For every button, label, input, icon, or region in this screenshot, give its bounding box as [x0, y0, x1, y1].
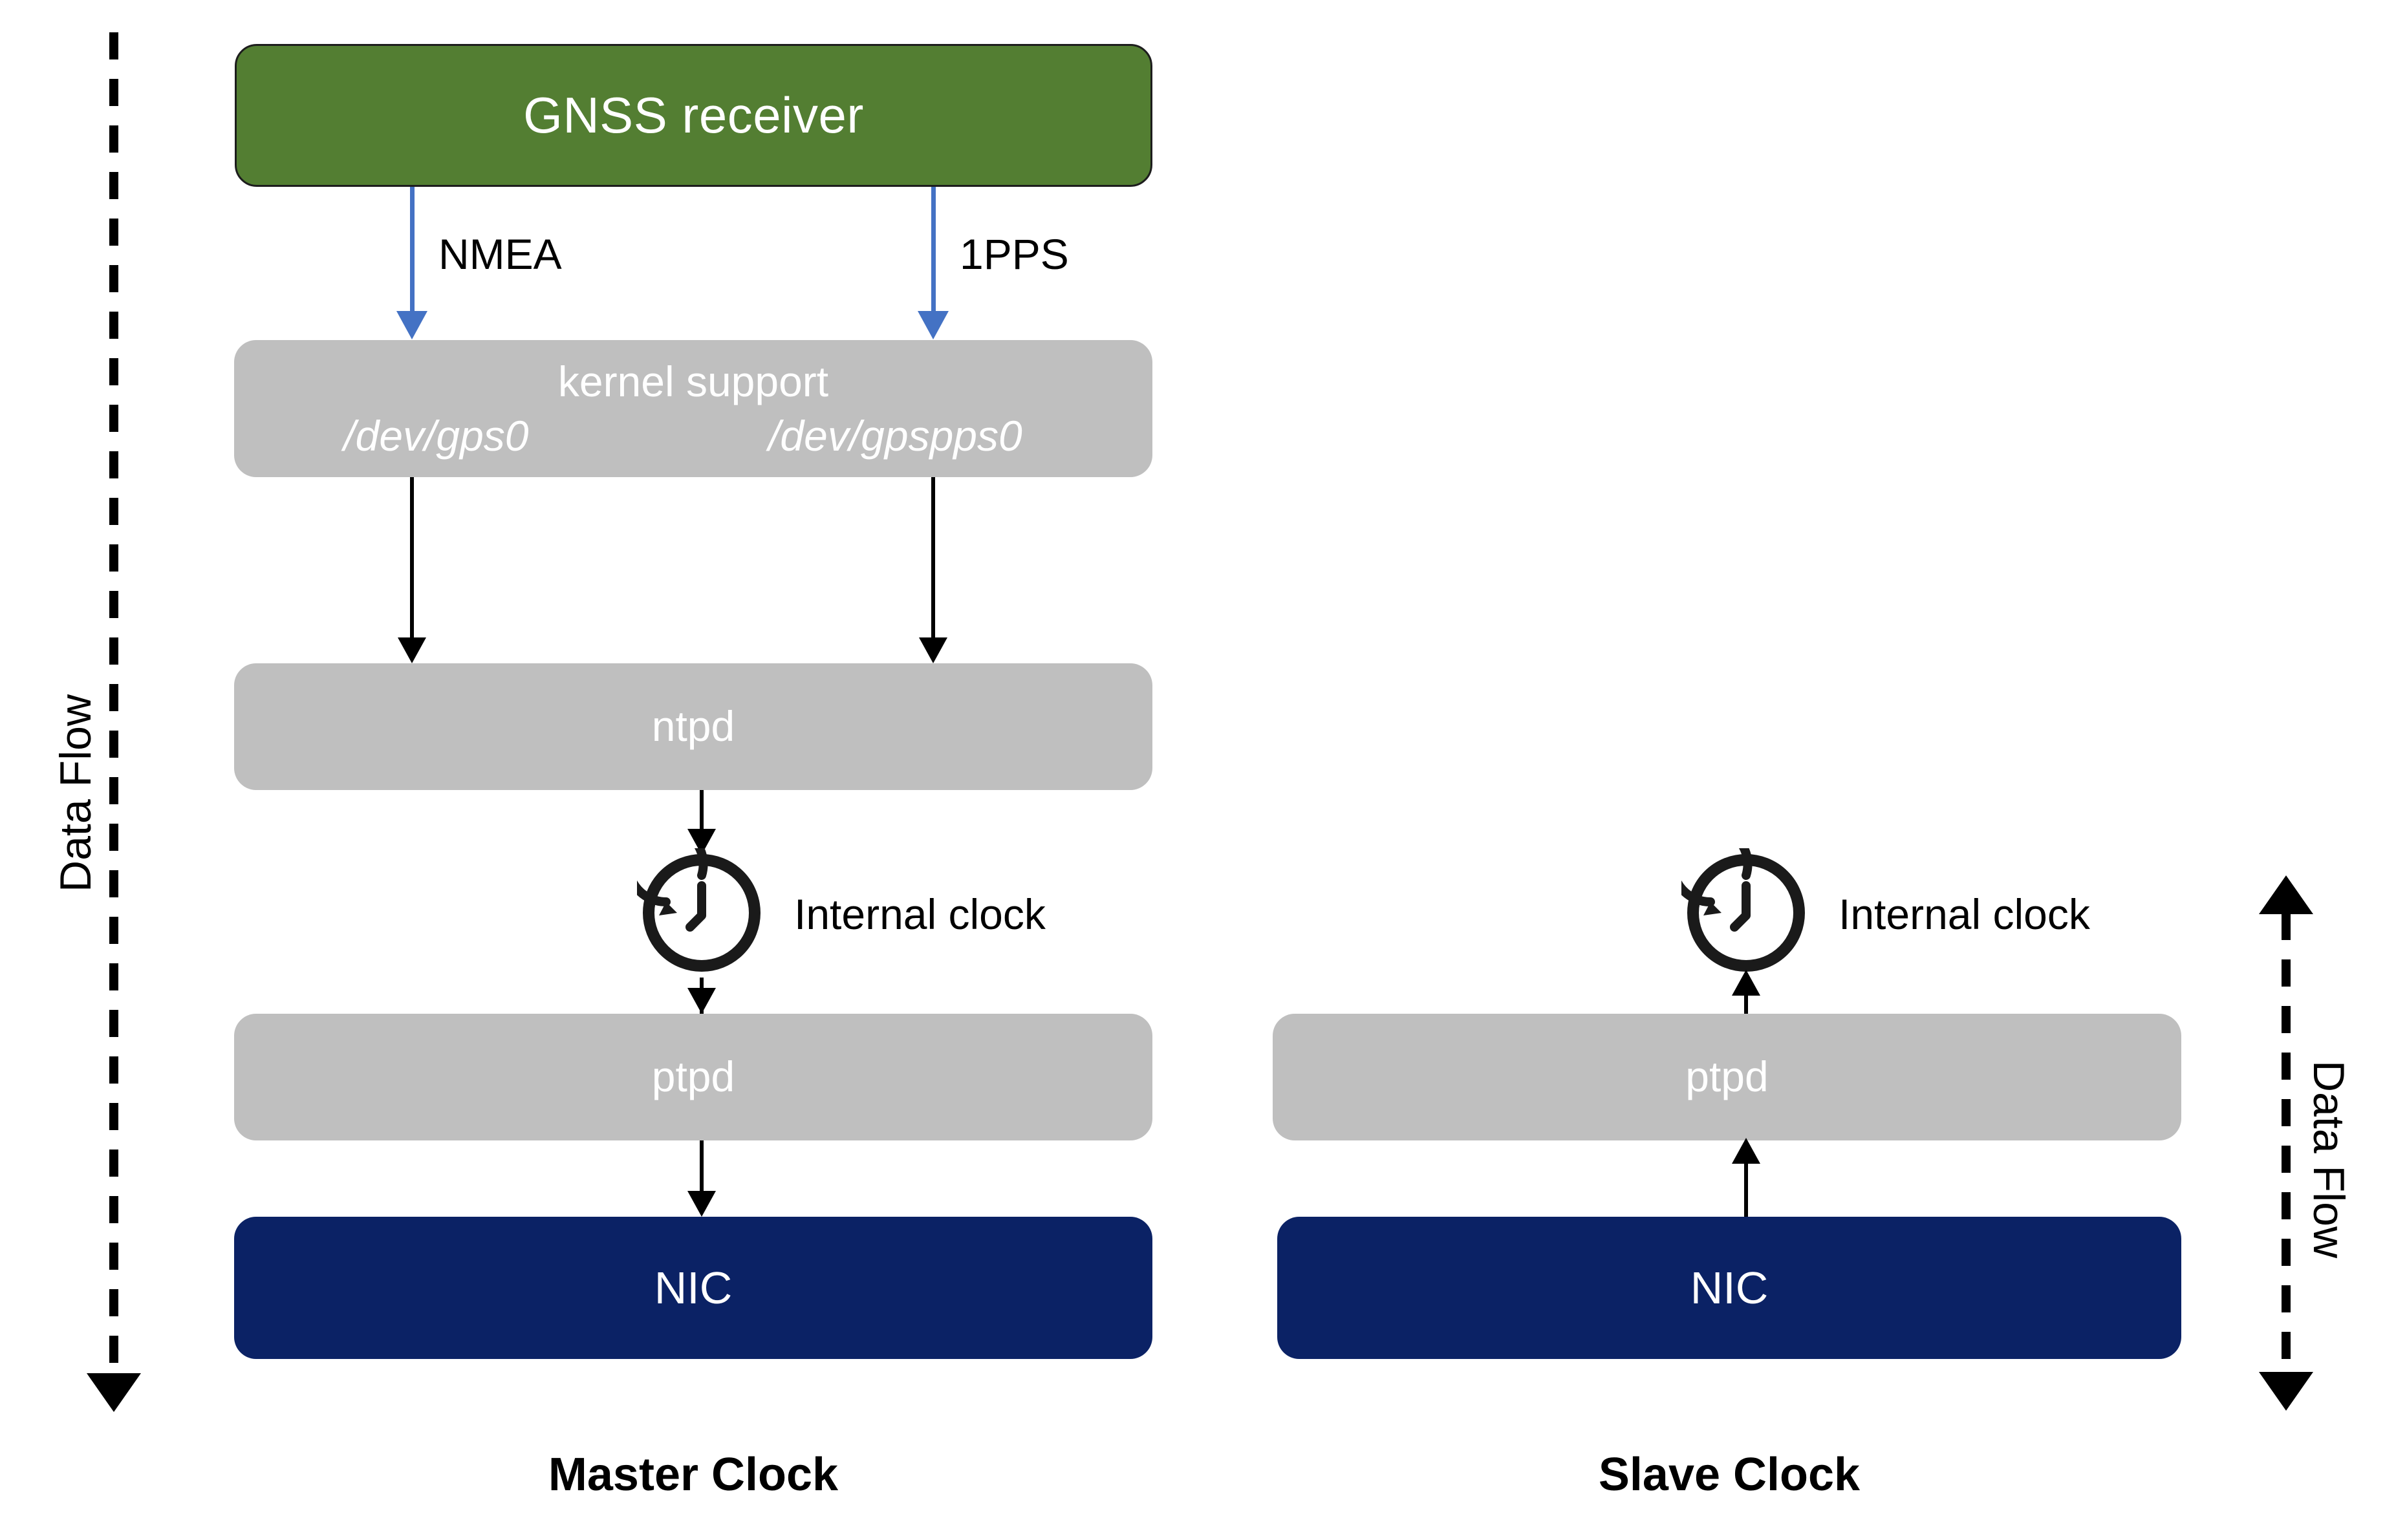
ptpd-label-slave: ptpd: [1685, 1053, 1769, 1101]
caption-slave-clock: Slave Clock: [1598, 1449, 1861, 1501]
ptpd-to-nic-line-master: [700, 1140, 704, 1193]
nic-to-ptpd-arrowhead-slave: [1732, 1138, 1760, 1164]
ptpd-box-slave[interactable]: ptpd: [1273, 1014, 2181, 1140]
gnss-receiver-box[interactable]: GNSS receiver: [235, 44, 1152, 187]
nic-box-slave[interactable]: NIC: [1277, 1217, 2181, 1359]
nic-box-master[interactable]: NIC: [234, 1217, 1152, 1359]
internal-clock-label-master: Internal clock: [794, 890, 1046, 938]
pps-label: 1PPS: [960, 230, 1069, 278]
data-flow-line-left: [109, 32, 118, 1377]
kernel-device-row: /dev/gps0 /dev/gpspps0: [234, 414, 1152, 457]
internal-clock-icon-master: [637, 848, 766, 978]
ptpd-to-clock-arrowhead-slave: [1732, 970, 1760, 996]
data-flow-label-right: Data Flow: [2304, 1060, 2353, 1259]
pps-line: [931, 187, 936, 314]
nic-label-slave: NIC: [1690, 1262, 1769, 1313]
ptpd-box-master[interactable]: ptpd: [234, 1014, 1152, 1140]
ntpd-label: ntpd: [651, 702, 735, 751]
internal-clock-label-slave: Internal clock: [1839, 890, 2090, 938]
nmea-arrowhead: [396, 311, 427, 339]
kernel-to-ntpd-left-line: [410, 477, 414, 639]
data-flow-label-left: Data Flow: [51, 694, 100, 892]
data-flow-arrowhead-right-bottom: [2259, 1372, 2313, 1411]
kernel-to-ntpd-right-arrowhead: [919, 637, 947, 663]
nic-to-ptpd-line-slave: [1744, 1142, 1748, 1217]
clock-to-ptpd-arrowhead-master: [687, 988, 716, 1014]
nmea-label: NMEA: [438, 230, 562, 278]
ptpd-to-clock-line-slave: [1744, 978, 1748, 1015]
gnss-receiver-label: GNSS receiver: [523, 86, 864, 144]
kernel-to-ntpd-right-line: [931, 477, 935, 639]
nic-label-master: NIC: [654, 1262, 733, 1313]
data-flow-arrowhead-right-top: [2259, 875, 2313, 914]
pps-arrowhead: [918, 311, 949, 339]
caption-master-clock: Master Clock: [548, 1449, 839, 1501]
kernel-device-gps0: /dev/gps0: [343, 412, 529, 460]
data-flow-line-right: [2282, 913, 2291, 1376]
kernel-to-ntpd-left-arrowhead: [398, 637, 426, 663]
internal-clock-icon-slave: [1681, 848, 1811, 978]
kernel-support-label: kernel support: [557, 358, 829, 405]
ptpd-to-nic-arrowhead-master: [687, 1191, 716, 1217]
ptpd-label-master: ptpd: [651, 1053, 735, 1101]
kernel-support-box[interactable]: kernel support /dev/gps0 /dev/gpspps0: [234, 340, 1152, 477]
ntpd-to-clock-line: [700, 790, 704, 833]
data-flow-arrowhead-left-bottom: [87, 1373, 141, 1412]
ntpd-box[interactable]: ntpd: [234, 663, 1152, 790]
kernel-device-gpspps0: /dev/gpspps0: [768, 412, 1022, 460]
nmea-line: [410, 187, 415, 314]
